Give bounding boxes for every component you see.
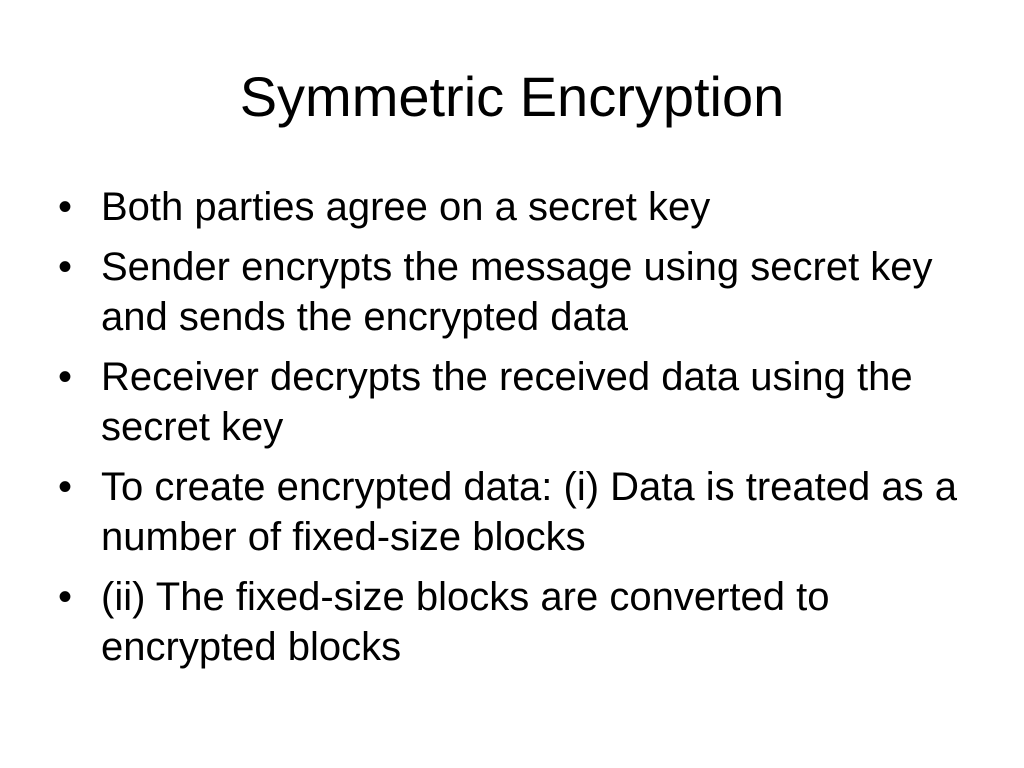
- bullet-item: • To create encrypted data: (i) Data is …: [58, 462, 988, 562]
- bullet-text: Both parties agree on a secret key: [101, 185, 711, 229]
- bullet-item: • Receiver decrypts the received data us…: [58, 352, 988, 452]
- bullet-dot-icon: •: [58, 185, 73, 229]
- bullet-dot-icon: •: [58, 245, 73, 289]
- bullet-text: To create encrypted data: (i) Data is tr…: [101, 465, 957, 559]
- bullet-list: • Both parties agree on a secret key • S…: [58, 182, 988, 682]
- bullet-text: Receiver decrypts the received data usin…: [101, 355, 913, 449]
- bullet-text: (ii) The fixed-size blocks are converted…: [101, 575, 830, 669]
- bullet-dot-icon: •: [58, 465, 73, 509]
- bullet-item: • (ii) The fixed-size blocks are convert…: [58, 572, 988, 672]
- bullet-item: • Sender encrypts the message using secr…: [58, 242, 988, 342]
- bullet-text: Sender encrypts the message using secret…: [101, 245, 933, 339]
- bullet-dot-icon: •: [58, 575, 73, 619]
- bullet-dot-icon: •: [58, 355, 73, 399]
- slide-title: Symmetric Encryption: [239, 65, 785, 128]
- bullet-item: • Both parties agree on a secret key: [58, 182, 988, 232]
